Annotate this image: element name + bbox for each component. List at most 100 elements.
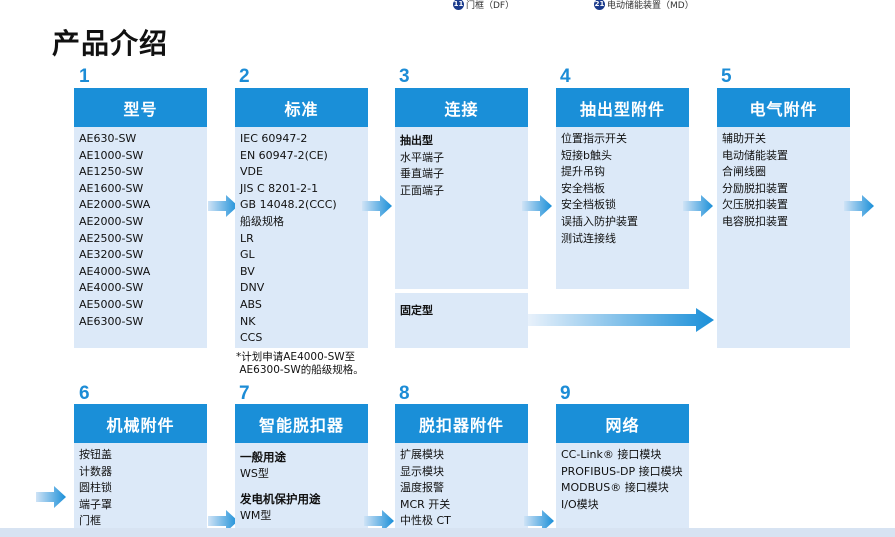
section-number: 2	[239, 66, 250, 87]
list-item: 合闸线圈	[722, 165, 766, 179]
flow-arrow-icon	[362, 195, 392, 217]
list-item: 提升吊钩	[561, 165, 605, 179]
standard-footnote: *计划申请AE4000-SW至 AE6300-SW的船级规格。	[236, 351, 364, 376]
list-item: 电容脱扣装置	[722, 214, 788, 228]
top-note-door-frame: 11 门框（DF）	[453, 0, 514, 11]
section-card-fixed: 固定型	[395, 293, 528, 348]
list-item: 分励脱扣装置	[722, 181, 788, 195]
section-header-trip-unit-accessories: 脱扣器附件	[395, 404, 528, 443]
list-item: 门框	[79, 514, 101, 528]
badge-11: 11	[453, 0, 464, 10]
section-header-smart-trip-unit: 智能脱扣器	[235, 404, 368, 443]
section-card-trip-unit-accessories: 扩展模块显示模块温度报警 MCR 开关中性极 CT	[395, 443, 528, 537]
list-item: 圆柱锁	[79, 481, 112, 495]
list-item: 温度报警	[400, 481, 444, 495]
flow-arrow-icon	[683, 195, 713, 217]
list-item: AE1250-SW	[79, 165, 144, 179]
list-item: 辅助开关	[722, 132, 766, 145]
section-header-connection: 连接	[395, 88, 528, 127]
list-item: 正面端子	[400, 183, 444, 197]
list-item: AE1000-SW	[79, 148, 144, 162]
list-item: IEC 60947-2	[240, 132, 308, 145]
list-item: 一般用途	[240, 450, 286, 464]
section-number: 3	[399, 66, 410, 87]
list-item: MODBUS® 接口模块	[561, 481, 669, 495]
list-item: CCS	[240, 331, 263, 345]
list-item: EN 60947-2(CE)	[240, 148, 328, 162]
list-item: I/O模块	[561, 497, 599, 511]
list-item: 按钮盖	[79, 448, 112, 461]
list-item: AE630-SW	[79, 132, 137, 145]
list-item: 欠压脱扣装置	[722, 198, 788, 212]
long-flow-arrow-icon	[528, 308, 714, 332]
list-item: 安全档板	[561, 181, 605, 195]
section-card-drawout-accessories: 位置指示开关短接b触头提升吊钩安全档板安全档板锁误插入防护装置测试连接线	[556, 127, 689, 289]
list-item: AE2000-SW	[79, 214, 144, 228]
section-card-electrical-accessories: 辅助开关电动储能装置合闸线圈分励脱扣装置欠压脱扣装置电容脱扣装置	[717, 127, 850, 348]
flow-arrow-icon	[208, 195, 238, 217]
list-item: VDE	[240, 165, 263, 179]
flow-arrow-icon	[364, 510, 394, 532]
list-item: AE4000-SWA	[79, 264, 151, 278]
fixed-type-label: 固定型	[400, 304, 433, 317]
list-item: MCR 开关	[400, 497, 451, 511]
list-item: GL	[240, 248, 255, 262]
section-card-connection: 抽出型水平端子垂直端子正面端子	[395, 127, 528, 289]
list-item: 扩展模块	[400, 448, 444, 461]
list-item: AE1600-SW	[79, 181, 144, 195]
section-number: 8	[399, 383, 410, 404]
list-item: 误插入防护装置	[561, 214, 638, 228]
list-item: 显示模块	[400, 464, 444, 478]
list-item: DNV	[240, 281, 265, 295]
list-item: 中性极 CT	[400, 514, 451, 528]
list-item: 电动储能装置	[722, 148, 788, 162]
flow-arrow-icon	[208, 510, 238, 532]
list-item: LR	[240, 231, 254, 245]
section-card-network: CC-Link® 接口模块 PROFIBUS-DP 接口模块 MODBUS® 接口模…	[556, 443, 689, 528]
page-title: 产品介绍	[52, 27, 169, 60]
section-card-model: AE630-SW AE1000-SW AE1250-SW AE1600-SW AE200…	[74, 127, 207, 348]
list-item: 垂直端子	[400, 167, 444, 181]
list-item: AE4000-SW	[79, 281, 144, 295]
list-item: WS型	[240, 466, 269, 480]
section-number: 5	[721, 66, 732, 87]
list-item: 船级规格	[240, 214, 284, 228]
list-item: AE3200-SW	[79, 248, 144, 262]
top-note-text: 电动储能装置（MD）	[607, 1, 694, 11]
section-header-mechanical-accessories: 机械附件	[74, 404, 207, 443]
list-item: 端子罩	[79, 497, 112, 511]
flow-arrow-icon	[524, 510, 554, 532]
section-header-standard: 标准	[235, 88, 368, 127]
section-header-network: 网络	[556, 404, 689, 443]
section-header-drawout-accessories: 抽出型附件	[556, 88, 689, 127]
list-item: AE2500-SW	[79, 231, 144, 245]
list-item: AE5000-SW	[79, 297, 144, 311]
top-note-text: 门框（DF）	[466, 1, 515, 11]
list-item: PROFIBUS-DP 接口模块	[561, 464, 683, 478]
section-number: 1	[79, 66, 90, 87]
list-item: GB 14048.2(CCC)	[240, 198, 337, 212]
section-number: 4	[560, 66, 571, 87]
list-item: AE6300-SW	[79, 314, 144, 328]
badge-21: 21	[594, 0, 605, 10]
top-note-motor-charger: 21 电动储能装置（MD）	[594, 0, 694, 11]
section-number: 6	[79, 383, 90, 404]
flow-arrow-icon	[36, 486, 66, 508]
list-item: NK	[240, 314, 256, 328]
list-item: ABS	[240, 297, 262, 311]
list-item: 安全档板锁	[561, 198, 616, 212]
list-item: JIS C 8201-2-1	[240, 181, 319, 195]
list-item: BV	[240, 264, 255, 278]
section-number: 9	[560, 383, 571, 404]
section-card-mechanical-accessories: 按钮盖计数器圆柱锁端子罩门框	[74, 443, 207, 537]
section-header-electrical-accessories: 电气附件	[717, 88, 850, 127]
list-item: WM型	[240, 508, 272, 522]
list-item: 计数器	[79, 464, 112, 478]
list-item: 测试连接线	[561, 231, 616, 245]
list-item: CC-Link® 接口模块	[561, 448, 662, 461]
section-card-standard: IEC 60947-2 EN 60947-2(CE) VDE JIS C 8201-2…	[235, 127, 368, 348]
list-item: 发电机保护用途	[240, 492, 321, 507]
flow-arrow-icon	[844, 195, 874, 217]
list-item: 位置指示开关	[561, 132, 627, 145]
section-card-smart-trip-unit: 一般用途 WS型 发电机保护用途 WM型	[235, 443, 368, 537]
